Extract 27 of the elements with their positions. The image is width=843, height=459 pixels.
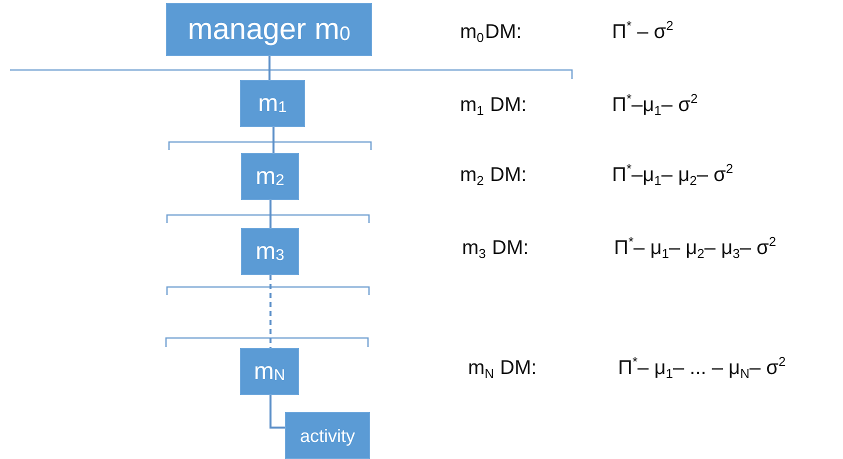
org-box [240,348,299,395]
org-box [241,153,299,200]
row-symbol: m$_{1}$ [460,95,484,115]
row-tag: DM: [490,95,527,115]
connector-line [270,395,285,429]
row-symbol: m$_{3}$ [462,238,486,258]
node-label: activity [300,426,355,444]
row-symbol: m$_{0}$ [460,22,484,42]
org-box [166,3,372,56]
row-tag: DM: [492,238,529,258]
org-box [285,412,370,459]
connector-line [268,56,270,80]
formula-text: Π$^{*}$ – σ$^{2}$ [612,22,674,42]
connector-line [270,275,272,348]
row-tag: DM: [500,358,537,378]
row-symbol: m$_{2}$ [460,165,484,185]
org-box [241,228,299,275]
org-box [240,80,305,127]
row-tag: DM: [490,165,527,185]
formula-text: Π$^{*}$–μ$_{1}$– σ$^{2}$ [612,95,698,115]
connector-line [272,127,274,153]
formula-text: Π$^{*}$–μ$_{1}$– μ$_{2}$– σ$^{2}$ [612,165,734,185]
connector-line [270,200,272,228]
row-tag: DM: [485,22,522,42]
formula-text: Π$^{*}$– μ$_{1}$– ... – μ$_{N}$– σ$^{2}$ [618,358,786,378]
row-symbol: m$_{N}$ [468,358,494,378]
formula-text: Π$^{*}$– μ$_{1}$– μ$_{2}$– μ$_{3}$– σ$^{2}$ [614,238,776,258]
